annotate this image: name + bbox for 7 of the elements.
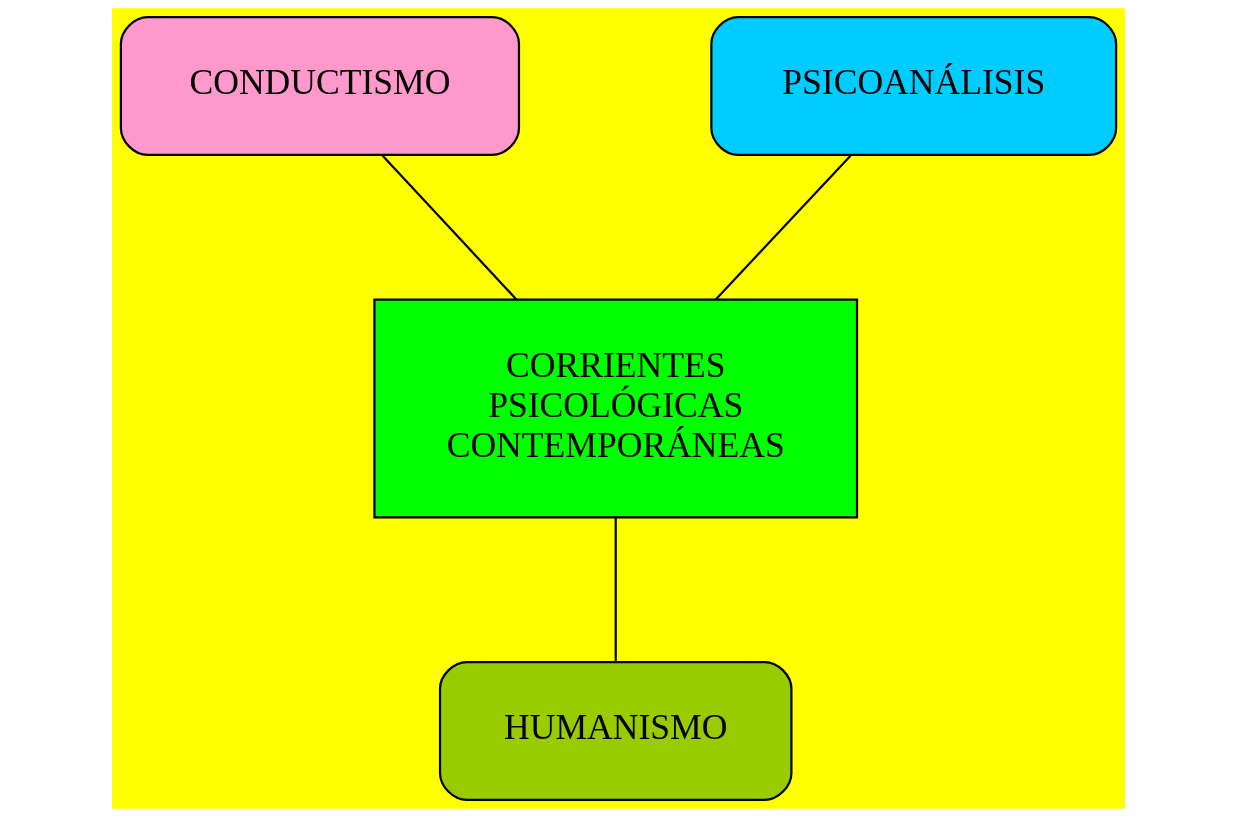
connector <box>381 154 517 301</box>
connector <box>614 517 617 662</box>
node-box: PSICOANÁLISIS <box>709 16 1117 157</box>
node-box: HUMANISMO <box>438 660 792 801</box>
connector <box>714 154 851 301</box>
node-box: CONDUCTISMO <box>119 16 520 157</box>
node-box: CORRIENTES PSICOLÓGICAS CONTEMPORÁNEAS <box>372 298 858 519</box>
